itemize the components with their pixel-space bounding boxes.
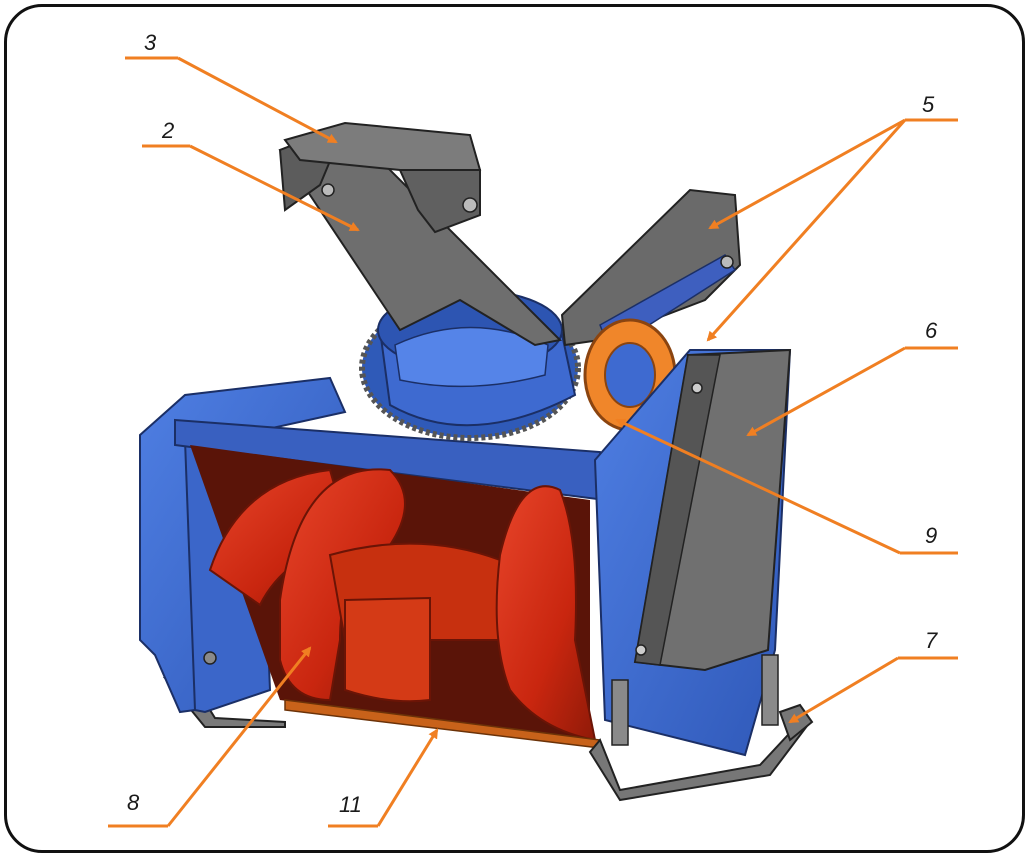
callout-leader-11 (376, 728, 439, 827)
callout-leader-5b (706, 118, 907, 342)
callout-leader-9 (615, 418, 901, 555)
callout-6: 6 (746, 318, 958, 437)
callout-label-5: 5 (922, 92, 935, 117)
callout-label-11: 11 (339, 792, 362, 817)
callout-label-9: 9 (925, 523, 937, 548)
snow-blower-illustration (139, 121, 814, 802)
callout-3: 3 (125, 30, 338, 144)
callout-9: 9 (615, 418, 958, 555)
callout-11: 11 (328, 728, 439, 828)
control-rod-housing (560, 188, 742, 347)
callout-label-2: 2 (161, 118, 174, 143)
callout-2: 2 (142, 118, 360, 232)
callout-label-3: 3 (144, 30, 157, 55)
callout-label-6: 6 (925, 318, 938, 343)
callout-label-8: 8 (127, 790, 140, 815)
callout-7: 7 (788, 628, 958, 724)
auger (208, 468, 597, 742)
callout-leader-8 (166, 646, 312, 827)
callout-8: 8 (108, 646, 312, 828)
callout-leader-5a (708, 118, 906, 230)
callout-5: 5 (706, 92, 958, 342)
callout-leader-7 (788, 656, 899, 724)
callout-leader-2 (189, 144, 360, 232)
callout-leader-6 (746, 346, 906, 437)
callout-label-7: 7 (925, 628, 938, 653)
callout-leader-3 (177, 56, 338, 144)
